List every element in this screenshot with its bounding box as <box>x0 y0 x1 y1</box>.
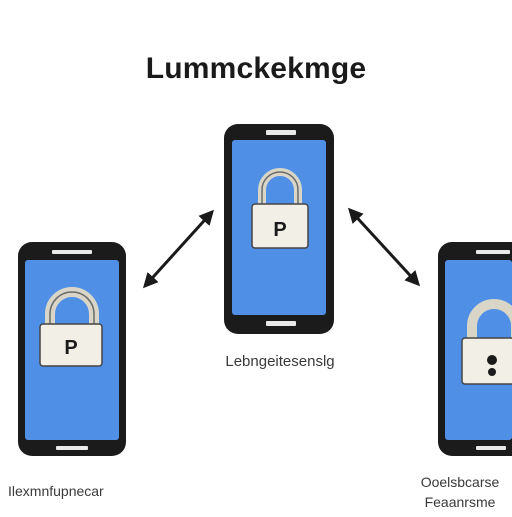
caption-right-line2: Feaanrsme <box>424 494 496 510</box>
padlock-icon <box>461 299 512 385</box>
phone-home-bar <box>476 446 506 450</box>
caption-right-line1: Ooelsbcarse <box>420 474 500 490</box>
padlock-icon: P <box>39 287 103 367</box>
phone-home-bar <box>56 446 88 450</box>
caption-center: Lebngeitesenslg <box>225 353 335 370</box>
double-headed-arrow-icon <box>142 209 215 289</box>
keyhole-dot <box>488 368 496 376</box>
padlock-icon: P <box>251 168 309 249</box>
phone-earpiece <box>476 250 510 254</box>
keyhole-glyph: P <box>273 219 286 241</box>
keyhole-dot <box>487 355 497 365</box>
phone-earpiece <box>52 250 92 254</box>
diagram-title: Lummckekmge <box>145 52 367 85</box>
phone-center: P <box>224 124 334 334</box>
keyhole-glyph: P <box>64 337 77 359</box>
phone-brand-mark <box>266 321 296 326</box>
double-headed-arrow-icon <box>347 207 421 287</box>
phone-brand-mark <box>266 130 296 135</box>
caption-left: Ilexmnfupnecar <box>8 483 104 499</box>
phone-right <box>438 242 512 456</box>
phone-left: P <box>18 242 126 456</box>
